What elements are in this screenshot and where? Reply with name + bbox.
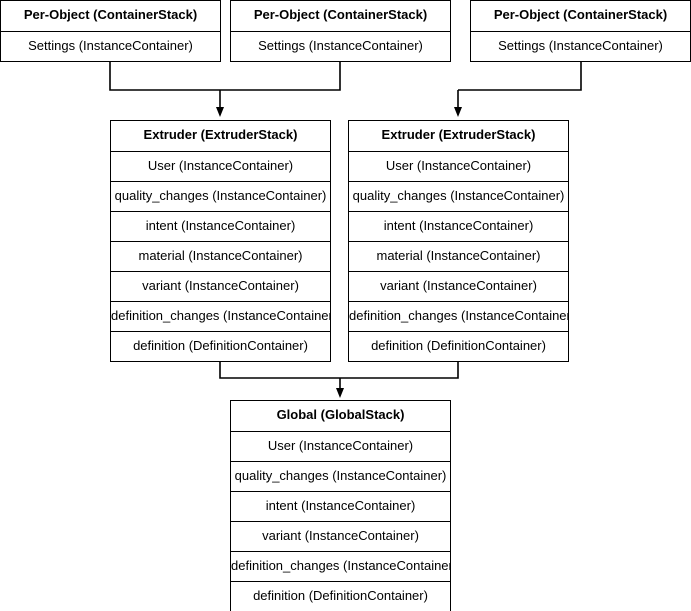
node-row-definition-changes: definition_changes (InstanceContainer) [349,301,568,331]
node-row-settings: Settings (InstanceContainer) [1,31,220,61]
node-row-definition-changes: definition_changes (InstanceContainer) [111,301,330,331]
node-extruder-2[interactable]: Extruder (ExtruderStack) User (InstanceC… [348,120,569,362]
node-per-object-3[interactable]: Per-Object (ContainerStack) Settings (In… [470,0,691,62]
node-row-quality-changes: quality_changes (InstanceContainer) [349,181,568,211]
node-row-intent: intent (InstanceContainer) [111,211,330,241]
node-row-quality-changes: quality_changes (InstanceContainer) [231,461,450,491]
node-row-material: material (InstanceContainer) [349,241,568,271]
node-header: Extruder (ExtruderStack) [143,127,298,142]
node-row-definition: definition (DefinitionContainer) [349,331,568,361]
node-header: Global (GlobalStack) [276,407,405,422]
node-header: Per-Object (ContainerStack) [23,7,198,22]
node-row-variant: variant (InstanceContainer) [349,271,568,301]
node-global[interactable]: Global (GlobalStack) User (InstanceConta… [230,400,451,611]
node-extruder-1[interactable]: Extruder (ExtruderStack) User (InstanceC… [110,120,331,362]
edge-extruder1-to-global [219,360,340,379]
node-row-intent: intent (InstanceContainer) [349,211,568,241]
node-row-quality-changes: quality_changes (InstanceContainer) [111,181,330,211]
node-row-user: User (InstanceContainer) [111,151,330,181]
node-row-material: material (InstanceContainer) [111,241,330,271]
edge-extruder2-to-global [340,360,459,379]
node-row-intent: intent (InstanceContainer) [231,491,450,521]
node-row-definition: definition (DefinitionContainer) [231,581,450,611]
node-row-definition: definition (DefinitionContainer) [111,331,330,361]
edge-perobject3-to-extruder2 [458,62,582,91]
node-row-user: User (InstanceContainer) [349,151,568,181]
node-per-object-1[interactable]: Per-Object (ContainerStack) Settings (In… [0,0,221,62]
node-header: Extruder (ExtruderStack) [381,127,536,142]
node-header: Per-Object (ContainerStack) [493,7,668,22]
node-row-variant: variant (InstanceContainer) [231,521,450,551]
edge-perobject2-to-extruder1 [220,62,341,91]
edge-perobject1-to-extruder1 [109,62,220,91]
node-per-object-2[interactable]: Per-Object (ContainerStack) Settings (In… [230,0,451,62]
node-row-settings: Settings (InstanceContainer) [471,31,690,61]
node-row-user: User (InstanceContainer) [231,431,450,461]
node-row-variant: variant (InstanceContainer) [111,271,330,301]
node-header: Per-Object (ContainerStack) [253,7,428,22]
node-row-settings: Settings (InstanceContainer) [231,31,450,61]
node-row-definition-changes: definition_changes (InstanceContainer) [231,551,450,581]
